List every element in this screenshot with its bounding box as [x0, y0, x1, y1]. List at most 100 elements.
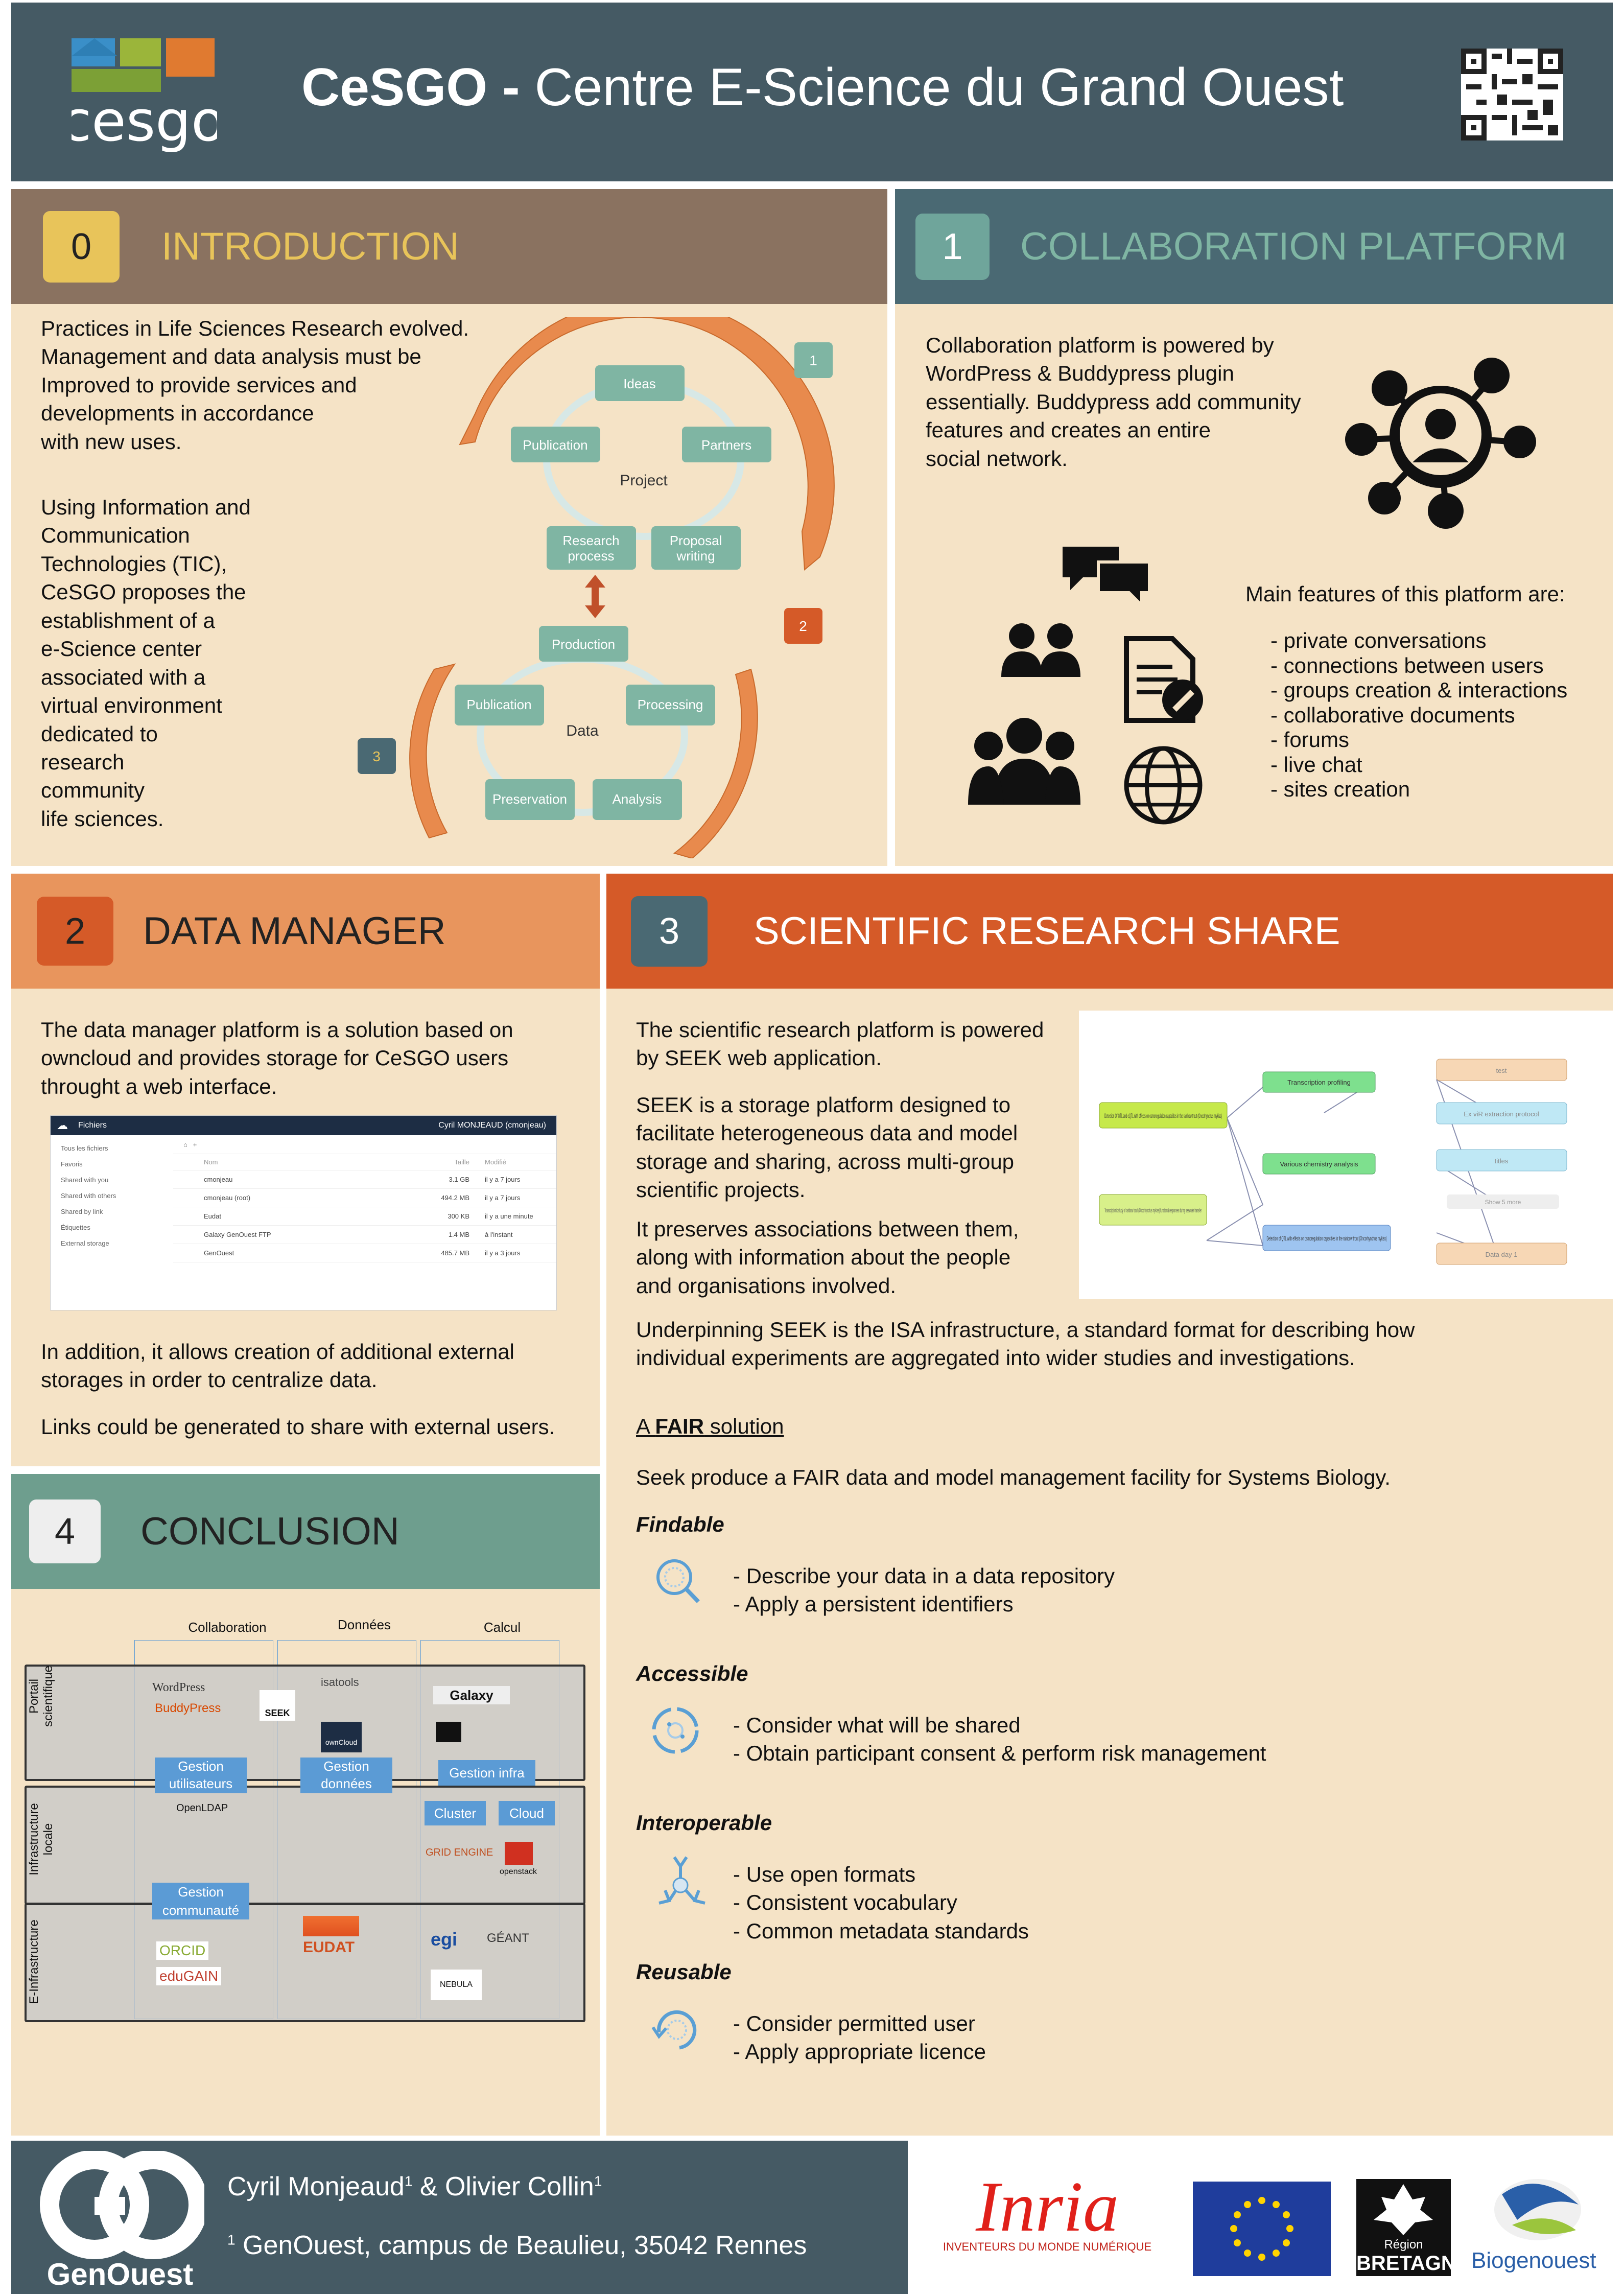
sidebar-item[interactable]: Tous les fichiers	[61, 1144, 108, 1152]
fair-heading: A FAIR solution	[636, 1414, 784, 1438]
svg-text:2: 2	[799, 618, 807, 634]
seek-number: 3	[631, 896, 708, 967]
orcid-logo: ORCID	[156, 1941, 209, 1960]
sidebar-item[interactable]: Shared with you	[61, 1176, 109, 1184]
badge-1	[794, 342, 833, 378]
feature-item: - private conversations	[1270, 628, 1487, 652]
openstack-logo	[505, 1842, 533, 1865]
inria-logo: Inria INVENTEURS DU MONDE NUMÉRIQUE	[943, 2167, 1152, 2254]
intro-number: 0	[43, 210, 120, 283]
sidebar-item[interactable]: External storage	[61, 1239, 109, 1247]
chip-gestion-communaute: Gestion communauté	[152, 1883, 249, 1919]
datamgr-paragraph-3: Links could be generated to share with e…	[41, 1415, 555, 1439]
datamgr-title: DATA MANAGER	[143, 909, 446, 953]
svg-text:test: test	[1496, 1067, 1507, 1074]
svg-text:Show 5 more: Show 5 more	[1485, 1199, 1521, 1206]
svg-text:Ideas: Ideas	[623, 376, 656, 391]
project-label: Project	[620, 472, 668, 489]
accessible-icon	[652, 1707, 699, 1754]
graph-node	[1436, 1149, 1567, 1172]
accessible-label: Accessible	[636, 1661, 748, 1685]
processing-box: Processing	[626, 685, 715, 725]
svg-text:Detection Of GTL and eQTL with: Detection Of GTL and eQTL with effects o…	[1104, 1112, 1222, 1119]
feature-item: - collaborative documents	[1270, 702, 1515, 727]
interoperable-label: Interoperable	[636, 1811, 772, 1835]
project-data-cycle-diagram: Ideas Publication Partners Researchproce…	[358, 317, 835, 858]
openstack-label: openstack	[500, 1867, 537, 1876]
owncloud-breadcrumb: ⌂ +	[173, 1135, 556, 1154]
openldap-logo: OpenLDAP	[176, 1802, 228, 1814]
sidebar-item[interactable]: Shared with others	[61, 1192, 116, 1200]
collab-paragraph: Collaboration platform is powered by Wor…	[926, 333, 1301, 471]
col-calcul: Calcul	[483, 1620, 521, 1635]
ideas-box: Ideas	[595, 365, 685, 401]
svg-text:Publication: Publication	[523, 437, 587, 453]
seek-paragraph-1: The scientific research platform is powe…	[636, 1018, 1044, 1070]
graph-node	[1099, 1194, 1207, 1226]
datamgr-header: 2 DATA MANAGER	[11, 874, 600, 989]
row-infra-locale	[25, 1786, 585, 1905]
svg-text:Production: Production	[552, 637, 615, 652]
collab-number: 1	[915, 213, 990, 280]
collab-header: 1 COLLABORATION PLATFORM	[895, 189, 1613, 304]
datamgr-number: 2	[37, 897, 113, 966]
owncloud-folder: Fichiers	[78, 1121, 107, 1130]
feature-item: - forums	[1270, 728, 1350, 752]
qr-code	[1461, 49, 1563, 140]
owncloud-screenshot: ☁ Fichiers Cyril MONJEAUD (cmonjeau) Tou…	[50, 1115, 557, 1310]
graph-node	[1099, 1102, 1228, 1129]
partners-box: Partners	[682, 427, 771, 462]
chip-cluster: Cluster	[425, 1801, 486, 1825]
svg-text:3: 3	[372, 748, 381, 764]
isa-graph: Detection Of GTL and eQTL with effects o…	[1079, 1011, 1624, 1299]
svg-text:Detection of QTL with effects: Detection of QTL with effects on osmoreg…	[1267, 1235, 1387, 1242]
users-icon	[1001, 621, 1083, 685]
document-edit-icon	[1121, 636, 1208, 725]
terminal-icon	[436, 1722, 461, 1742]
header-banner	[11, 3, 1613, 181]
graph-node	[1262, 1225, 1391, 1251]
sidebar-item[interactable]: Favoris	[61, 1160, 83, 1168]
chip-gestion-utilisateurs: Gestion utilisateurs	[155, 1758, 247, 1793]
features-list: - private conversations - connections be…	[1270, 628, 1567, 802]
svg-text:Various chemistry analysis: Various chemistry analysis	[1280, 1160, 1358, 1168]
interoperable-items: - Use open formats - Consistent vocabula…	[733, 1862, 1029, 1943]
sidebar-item[interactable]: Étiquettes	[61, 1224, 90, 1231]
biogenouest-logo: Biogenouest	[1471, 2174, 1604, 2274]
sidebar-item[interactable]: Shared by link	[61, 1208, 103, 1215]
chip-cloud: Cloud	[499, 1801, 555, 1825]
architecture-diagram: Collaboration Données Calcul Portail sci…	[25, 1614, 586, 2023]
eudat-cubes	[303, 1916, 359, 1936]
intro-paragraph-2: Using Information and Communication Tech…	[41, 495, 251, 831]
seek-header: 3 SCIENTIFIC RESEARCH SHARE	[606, 874, 1613, 989]
cesgo-logo: cesgo	[61, 38, 225, 156]
buddypress-logo: BuddyPress	[155, 1701, 221, 1715]
svg-text:Partners: Partners	[701, 437, 751, 453]
svg-text:process: process	[568, 548, 614, 564]
svg-text:writing: writing	[676, 548, 715, 564]
edugain-logo: eduGAIN	[156, 1967, 222, 1985]
fair-intro: Seek produce a FAIR data and model manag…	[636, 1465, 1391, 1489]
region-bretagne-logo: Région BRETAGNE	[1356, 2179, 1469, 2276]
conclusion-title: CONCLUSION	[140, 1510, 399, 1553]
datamgr-paragraph-2: In addition, it allows creation of addit…	[41, 1340, 514, 1392]
svg-text:titles: titles	[1495, 1157, 1509, 1165]
seek-paragraph-2: SEEK is a storage platform designed to f…	[636, 1093, 1018, 1202]
geant-logo: GÉANT	[487, 1931, 529, 1945]
double-arrow	[585, 575, 605, 618]
svg-text:Data day 1: Data day 1	[1486, 1251, 1518, 1258]
analysis-box: Analysis	[593, 779, 682, 820]
svg-text:Processing: Processing	[638, 697, 703, 712]
intro-paragraph-1: Practices in Life Sciences Research evol…	[41, 316, 469, 454]
feature-item: - sites creation	[1270, 777, 1410, 801]
features-title: Main features of this platform are:	[1245, 582, 1565, 606]
badge-3	[358, 738, 396, 774]
conclusion-header: 4 CONCLUSION	[11, 1474, 600, 1589]
